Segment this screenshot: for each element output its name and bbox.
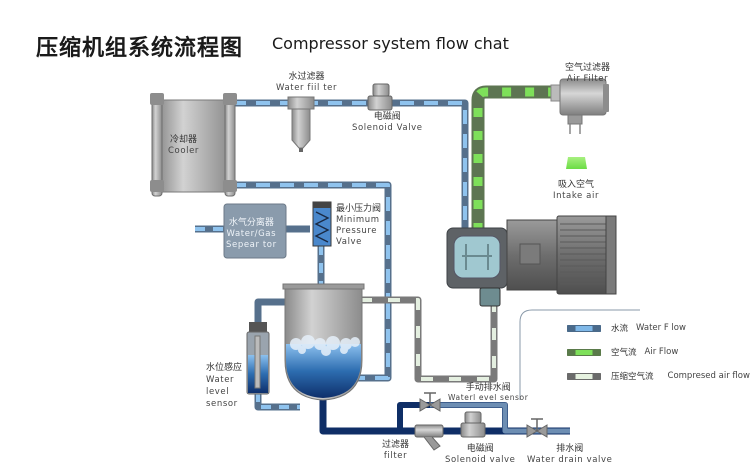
title-english: Compressor system flow chat	[272, 34, 509, 53]
solenoid-valve-bottom[interactable]	[460, 411, 486, 438]
separator-label: 水气分离器 Water/Gas Sepear tor	[226, 218, 277, 250]
drain-pipes	[319, 398, 570, 435]
legend-item-compressed-air-flow: 压缩空气流 Compresed air flow	[567, 370, 750, 382]
separator-tank[interactable]	[282, 283, 365, 401]
min-pressure-valve-label: 最小压力阀 Minimum Pressure Valve	[336, 204, 382, 247]
minimum-pressure-valve[interactable]	[312, 201, 332, 247]
intake-air-icon	[566, 157, 587, 169]
filter-strainer[interactable]	[414, 424, 444, 451]
water-filter-label: 水过滤器 Water fiil ter	[276, 72, 338, 93]
water-flow-swatch	[567, 324, 601, 332]
title-chinese: 压缩机组系统流程图	[36, 36, 244, 61]
water-pipes	[195, 99, 469, 411]
manual-drain-valve[interactable]	[419, 392, 441, 412]
water-filter[interactable]	[287, 96, 315, 152]
legend-item-air-flow: 空气流 Air Flow	[567, 346, 678, 358]
cooler-label: 冷却器 Cooler	[168, 135, 200, 156]
air-pipe	[471, 85, 555, 232]
compressor-unit[interactable]	[446, 215, 617, 307]
compressed-air-pipes	[360, 296, 498, 383]
water-gas-separator[interactable]	[223, 203, 287, 259]
solenoid-valve-bottom-label: 电磁阀 Solenoid valve	[445, 444, 516, 465]
legend-item-water-flow: 水流 Water F low	[567, 322, 686, 334]
solenoid-valve-top-label: 电磁阀 Solenoid Valve	[352, 112, 423, 133]
water-drain-valve[interactable]	[526, 418, 548, 438]
solenoid-valve-top[interactable]	[367, 83, 393, 111]
intake-air-label: 吸入空气 Intake air	[553, 180, 600, 201]
compressed-air-flow-swatch	[567, 372, 601, 380]
air-filter-label: 空气过滤器 Air Filter	[565, 63, 611, 84]
drain-valve-label: 排水阀 Water drain valve	[527, 444, 613, 465]
manual-drain-valve-label: 手动排水阀 Waterl evel sensor	[448, 383, 529, 402]
water-level-sensor-label: 水位感应 Water level sensor	[206, 363, 243, 409]
cooler[interactable]	[150, 93, 237, 197]
water-level-sensor[interactable]	[246, 322, 270, 395]
filter-label: 过滤器 filter	[382, 440, 410, 461]
air-filter[interactable]	[550, 78, 609, 134]
air-flow-swatch	[567, 348, 601, 356]
legend-frame	[519, 309, 640, 400]
